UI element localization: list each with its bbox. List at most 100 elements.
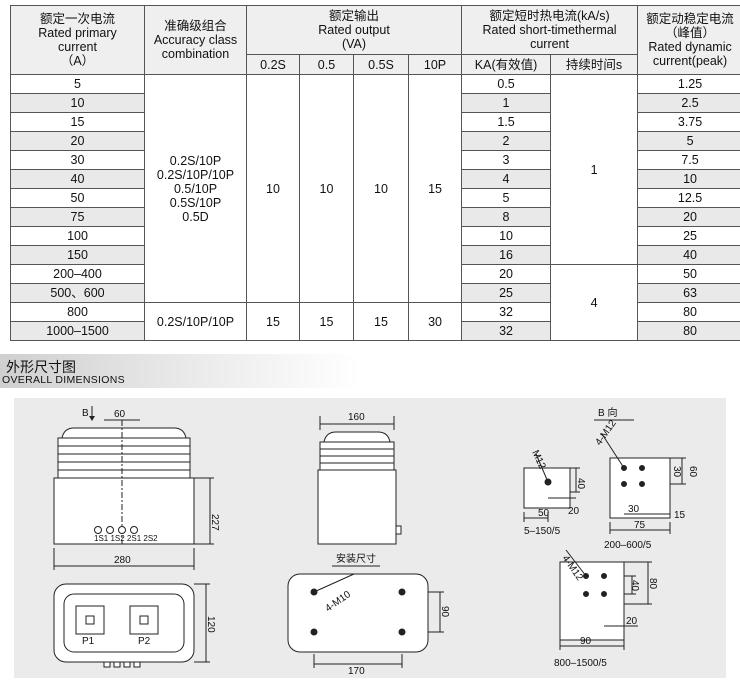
cell-current: 30 <box>10 150 145 170</box>
cell-current: 150 <box>10 245 145 265</box>
front-terminals: 1S1 1S2 2S1 2S2 <box>94 534 158 543</box>
cell-current: 200–400 <box>10 264 145 284</box>
cell-out-05-group2: 15 <box>299 302 354 341</box>
cell-dynamic: 63 <box>637 283 740 303</box>
detail-mid-d15: 15 <box>674 510 686 521</box>
cell-dynamic: 1.25 <box>637 74 740 94</box>
cell-ka: 10 <box>461 226 552 246</box>
cell-accuracy-group2: 0.2S/10P/10P <box>144 302 247 341</box>
subheader-out-05s: 0.5S <box>353 54 409 75</box>
table-row: 75 8 20 <box>10 207 740 227</box>
detail-small-d20: 20 <box>568 506 580 517</box>
cell-out-10p-group1: 15 <box>407 74 463 303</box>
cell-ka: 16 <box>461 245 552 265</box>
cell-out-05s-group1: 10 <box>353 74 409 303</box>
header-short-time: 额定短时热电流(kA/s) Rated short-timethermal cu… <box>461 5 639 55</box>
cell-current: 1000–1500 <box>10 321 145 341</box>
table-row: 30 3 7.5 <box>10 150 740 170</box>
cell-duration-2: 4 <box>550 264 639 341</box>
cell-out-05-group1: 10 <box>299 74 354 303</box>
cell-ka: 1.5 <box>461 112 552 132</box>
b-view-title: B 向 <box>598 406 617 419</box>
table-row: 200–400 20 4 50 <box>10 264 740 341</box>
front-width-top: 60 <box>114 409 126 420</box>
cell-current: 75 <box>10 207 145 227</box>
cell-out-10p-group2: 30 <box>407 302 463 341</box>
cell-dynamic: 25 <box>637 226 740 246</box>
cell-current: 10 <box>10 93 145 113</box>
cell-current: 100 <box>10 226 145 246</box>
cell-ka: 8 <box>461 207 552 227</box>
section-header-bar <box>0 354 360 388</box>
b-view: B 向 <box>594 406 634 421</box>
cell-ka: 3 <box>461 150 552 170</box>
dimension-drawing: B 60 1S1 1S2 2S1 2S2 227 280 <box>14 398 726 678</box>
cell-ka: 5 <box>461 188 552 208</box>
detail-small-d50: 50 <box>538 508 550 519</box>
subheader-ka: KA(有效值) <box>461 54 552 75</box>
section-header: 外形尺寸图 OVERALL DIMENSIONS <box>0 354 740 388</box>
cell-current: 50 <box>10 188 145 208</box>
cell-dynamic: 80 <box>637 302 740 322</box>
mounting-view: 安装尺寸 4-M10 90 170 <box>287 552 450 677</box>
table-row: 5 0.2S/10P 0.2S/10P/10P 0.5/10P 0.5S/10P… <box>10 74 740 303</box>
detail-mid-range: 200–600/5 <box>604 540 652 551</box>
cell-current: 40 <box>10 169 145 189</box>
subheader-out-05: 0.5 <box>299 54 354 75</box>
header-dynamic: 额定动稳定电流 （峰值） Rated dynamic current(peak) <box>637 5 740 75</box>
detail-small-d40: 40 <box>575 478 586 490</box>
subheader-out-10p: 10P <box>407 54 463 75</box>
cell-dynamic: 50 <box>637 264 740 284</box>
detail-large-d80: 80 <box>647 578 658 590</box>
detail-large-range: 800–1500/5 <box>554 658 607 669</box>
side-width: 160 <box>348 412 365 423</box>
cell-dynamic: 3.75 <box>637 112 740 132</box>
detail-large-d90: 90 <box>580 636 592 647</box>
cell-ka: 2 <box>461 131 552 151</box>
cell-dynamic: 40 <box>637 245 740 265</box>
cell-ka: 0.5 <box>461 74 552 94</box>
arrow-icon <box>89 416 95 421</box>
front-b-label: B <box>82 408 89 419</box>
cell-dynamic: 2.5 <box>637 93 740 113</box>
cell-dynamic: 20 <box>637 207 740 227</box>
cell-accuracy-group1: 0.2S/10P 0.2S/10P/10P 0.5/10P 0.5S/10P 0… <box>144 74 247 303</box>
bottom-p1: P1 <box>82 636 95 647</box>
side-view: 160 <box>317 412 402 545</box>
cell-ka: 25 <box>461 283 552 303</box>
subheader-out-02s: 0.2S <box>246 54 300 75</box>
bottom-p2: P2 <box>138 636 151 647</box>
section-title-en: OVERALL DIMENSIONS <box>2 374 125 386</box>
cell-ka: 32 <box>461 302 552 322</box>
cell-ka: 1 <box>461 93 552 113</box>
front-view: B 60 1S1 1S2 2S1 2S2 227 280 <box>53 406 220 570</box>
cell-current: 20 <box>10 131 145 151</box>
cell-dynamic: 7.5 <box>637 150 740 170</box>
cell-current: 5 <box>10 74 145 94</box>
detail-mid-d75: 75 <box>634 520 646 531</box>
cell-out-05s-group2: 15 <box>353 302 409 341</box>
front-height: 227 <box>209 514 220 531</box>
cell-ka: 20 <box>461 264 552 284</box>
header-output: 额定输出 Rated output (VA) <box>245 5 463 55</box>
cell-duration-1: 1 <box>550 74 639 265</box>
dimension-drawing-svg: B 60 1S1 1S2 2S1 2S2 227 280 <box>53 406 698 677</box>
detail-large: 4-M12 40 80 20 90 800–1500/5 <box>554 549 658 669</box>
cell-out-02s-group1: 10 <box>246 74 300 303</box>
detail-small: M12 40 20 50 5–150/5 <box>523 449 586 537</box>
table-row: 100 10 25 <box>10 226 740 246</box>
mounting-spacing-v: 90 <box>439 606 450 618</box>
subheader-duration: 持续时间s <box>550 54 639 75</box>
cell-ka: 4 <box>461 169 552 189</box>
detail-mid-d30h: 30 <box>628 504 640 515</box>
header-primary-current: 额定一次电流 Rated primary current （A） <box>10 5 145 75</box>
detail-mid-d60: 60 <box>687 466 698 478</box>
cell-dynamic: 5 <box>637 131 740 151</box>
bottom-view: P1 P2 120 <box>53 583 216 668</box>
cell-out-02s-group2: 15 <box>246 302 300 341</box>
table-row: 150 16 40 <box>10 245 740 265</box>
detail-mid: 4-M12 30 60 30 15 75 200–600/5 <box>593 418 698 551</box>
